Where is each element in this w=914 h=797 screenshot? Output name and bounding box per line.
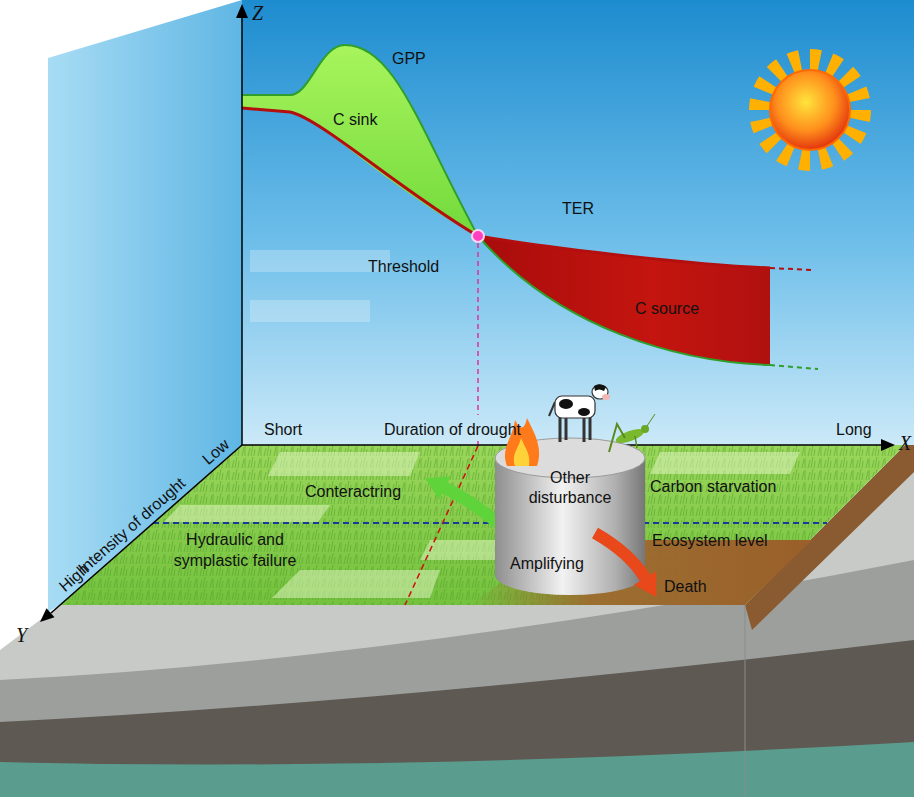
ter-curve — [242, 108, 770, 268]
gpp-curve — [242, 45, 770, 365]
process-label: Conteractring — [305, 483, 401, 501]
threshold-line — [477, 243, 479, 415]
grasshopper-icon — [609, 414, 655, 452]
sun-rays — [760, 60, 860, 160]
threshold-dot — [472, 230, 484, 242]
axis-letter: Z — [252, 2, 263, 24]
wall-highlight — [250, 300, 370, 322]
amplify-arrowhead — [634, 571, 656, 597]
axis-letter: X — [899, 432, 911, 454]
cylinder-body — [495, 458, 645, 595]
axis-arrowheads — [40, 4, 895, 622]
grass-floor — [60, 445, 905, 605]
disturbance-cylinder: Other disturbanceAmplifying — [495, 438, 645, 598]
axis-tick-label: Short — [264, 421, 302, 439]
curve-label: GPP — [392, 50, 426, 68]
node-text: C source — [635, 300, 699, 318]
cylinder-shape — [495, 438, 645, 598]
node-text: Other disturbance — [520, 468, 620, 508]
source-region: C source — [635, 300, 699, 318]
back-wall — [242, 0, 914, 445]
node-text: Amplifying — [501, 554, 593, 574]
threshold-label: Threshold — [368, 258, 439, 276]
cow-icon — [549, 384, 610, 442]
axis-title: Duration of drought — [384, 421, 521, 439]
sink-region: C sink — [333, 111, 377, 129]
amplify-arrow — [595, 533, 645, 578]
soil-layers — [0, 440, 914, 797]
counteract-arrow — [445, 488, 500, 525]
grass-texture — [60, 445, 905, 605]
axis-letter: Y — [16, 624, 27, 646]
threshold-floor-line — [405, 446, 478, 605]
process-label: Ecosystem level — [652, 532, 768, 550]
process-label: Carbon starvation — [650, 478, 776, 496]
outcome-label: Death — [664, 578, 707, 596]
counteract-arrowhead — [425, 476, 450, 499]
axes — [51, 16, 883, 613]
curve-label: TER — [562, 200, 594, 218]
process-label: Hydraulic and symplastic failure — [160, 529, 310, 571]
node-text: C sink — [333, 111, 377, 129]
sink-area — [242, 45, 478, 236]
ter-extension — [770, 268, 812, 270]
gpp-extension — [770, 365, 818, 369]
axis-tick-label: Long — [836, 421, 872, 439]
sun — [770, 70, 850, 150]
